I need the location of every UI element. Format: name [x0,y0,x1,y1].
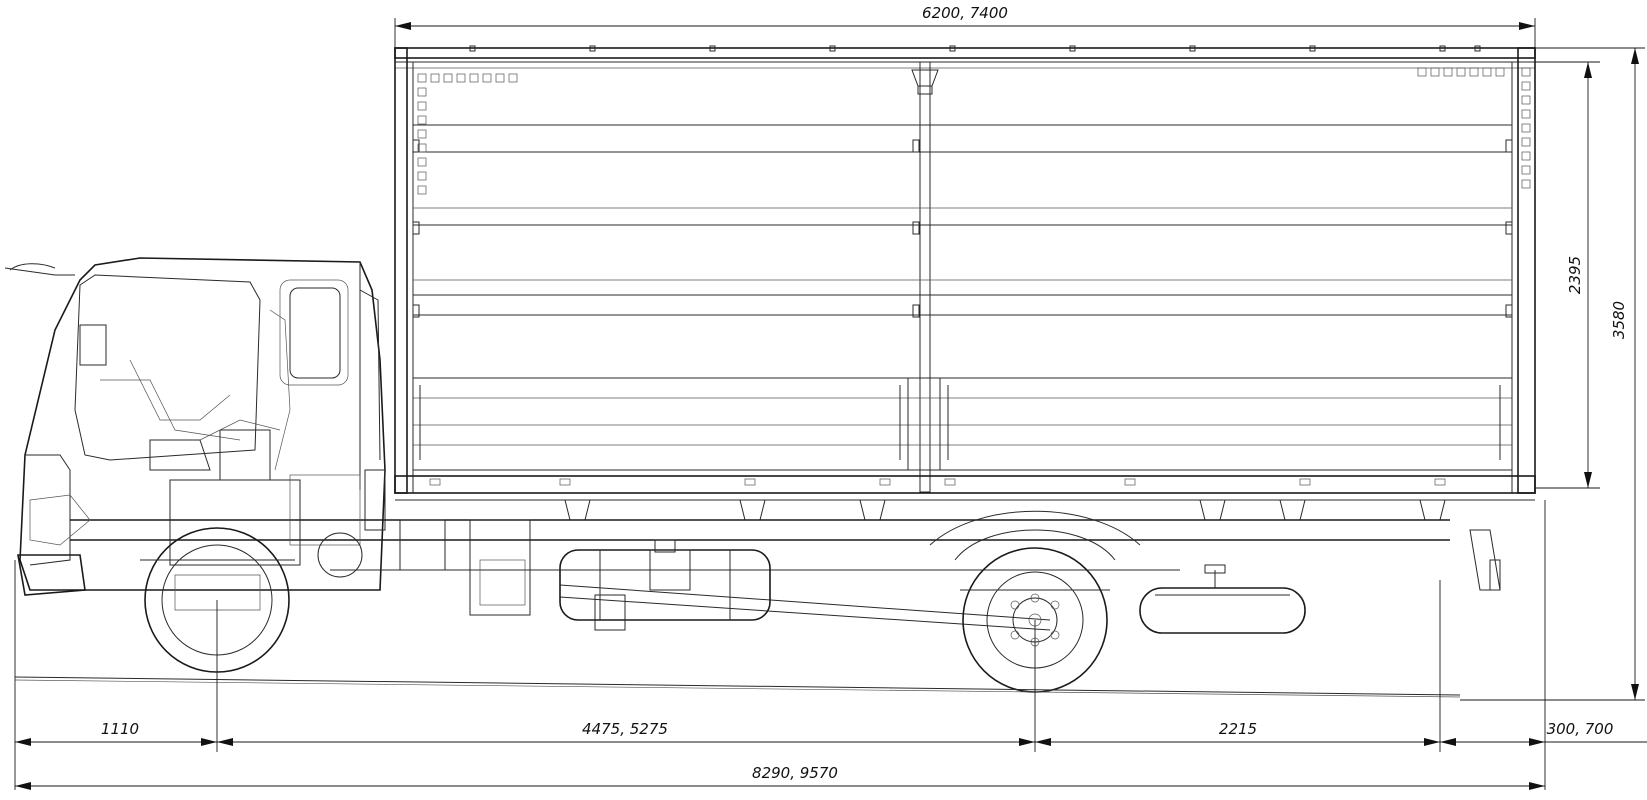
cargo-body [394,45,1536,521]
engine-components [29,419,531,616]
dim-rear-overhang-label: 2215 [1219,720,1257,738]
side-slats [413,124,1512,471]
rear-wheel [929,510,1141,693]
dim-body-inner-height [1535,61,1600,489]
ground-line [14,676,1461,698]
dim-body-length [394,18,1536,48]
dim-body-length-label: 6200, 7400 [922,4,1008,22]
front-wheel [140,527,295,673]
dim-overall-length-label: 8290, 9570 [752,764,838,782]
dim-overall-height [1460,47,1645,701]
slat-clips [412,139,1513,318]
fuel-tank [559,539,771,631]
dim-extension-lines [14,500,1546,790]
dim-body-inner-height-label: 2395 [1566,256,1584,294]
dim-front-overhang-label: 1110 [101,720,139,738]
front-corner-vents [417,73,518,195]
rear-corner-vents [1417,67,1531,189]
dim-overall-height-label: 3580 [1610,301,1628,339]
dim-wheelbase-label: 4475, 5275 [582,720,668,738]
dim-chain [15,738,1647,746]
spare-wheel [1139,564,1306,634]
chassis-frame [70,519,1450,631]
truck-cab [4,257,386,596]
body-mount-brackets [564,499,1446,521]
battery-box [649,549,691,591]
dim-rear-extension-label: 300, 700 [1547,720,1614,738]
floor-lashing-marks [429,478,1446,486]
dim-overall-length [15,782,1545,790]
top-rail-rivets [469,45,1481,52]
rear-underrun-bracket [1469,529,1501,591]
